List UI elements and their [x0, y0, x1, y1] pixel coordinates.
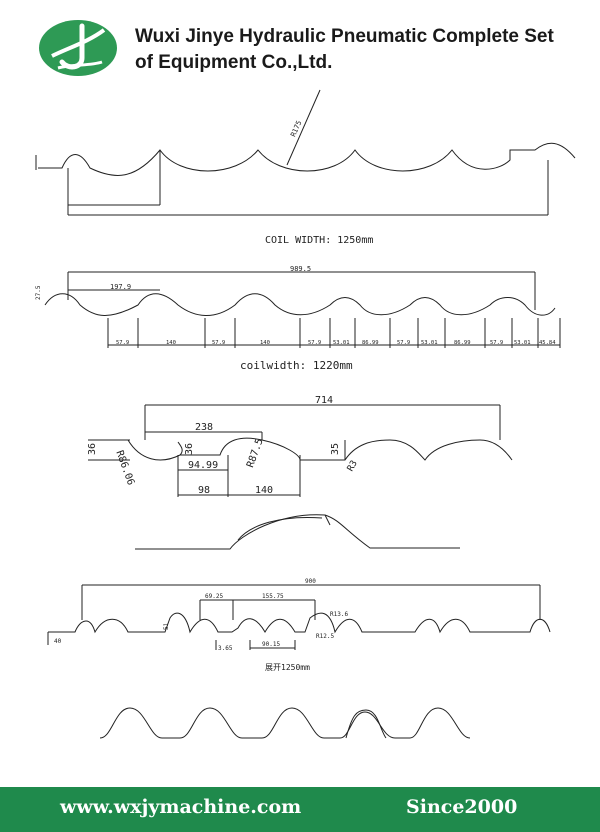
- profile-2-pitch-dimension: 197.9: [110, 283, 131, 291]
- profile-2-dim-3: 57.9: [212, 340, 225, 346]
- profile-3-height-2: 36: [184, 443, 195, 455]
- profile-1-radius-label: R175: [289, 119, 303, 138]
- profile-5-depth: 51: [163, 622, 170, 630]
- profile-1-coil-width-label: COIL WIDTH: 1250mm: [265, 235, 373, 246]
- profile-drawings: R175 COIL WIDTH: 1250mm 989.5 197.9: [35, 89, 576, 739]
- profile-1-drawing: R175 COIL WIDTH: 1250mm: [35, 89, 576, 246]
- profile-3-valley-dimension: 94.99: [188, 460, 218, 471]
- profile-3-height-1: 36: [87, 443, 98, 455]
- header: Wuxi Jinye Hydraulic Pneumatic Complete …: [0, 0, 600, 88]
- profile-2-dim-10: 86.99: [454, 340, 471, 346]
- profile-5-left-dimension: 40: [54, 638, 62, 645]
- profile-2-bottom-ticks: [107, 318, 561, 348]
- profile-3-crest-dimension: 140: [255, 485, 273, 496]
- profile-2-bottom-dimensions: 57.9 140 57.9 140 57.9 53.01 86.99 57.9 …: [116, 340, 556, 346]
- profile-2-dim-13: 45.84: [539, 340, 556, 346]
- profile-2-dim-6: 53.01: [333, 340, 350, 346]
- profile-5-dim-2: 155.75: [262, 593, 284, 600]
- profile-2-dim-8: 57.9: [397, 340, 410, 346]
- profile-6-outline: [99, 707, 471, 739]
- profile-2-dim-5: 57.9: [308, 340, 321, 346]
- company-name-line2: of Equipment Co.,Ltd.: [135, 52, 333, 73]
- profile-2-dim-1: 57.9: [116, 340, 129, 346]
- profile-2-coil-width-label: coilwidth: 1220mm: [240, 359, 353, 372]
- website-link[interactable]: www.wxjymachine.com: [60, 796, 302, 818]
- profile-2-drawing: 989.5 197.9 27.5 57.9 140 57.9 140 57.9 …: [35, 265, 561, 372]
- profile-6-drawing: [99, 707, 471, 739]
- profile-2-dim-11: 57.9: [490, 340, 503, 346]
- profile-3-base-dimension: 98: [198, 485, 210, 496]
- profile-3-radius-3: R3: [346, 459, 360, 473]
- profile-2-dim-12: 53.01: [514, 340, 531, 346]
- profile-5-overall-dimension: 900: [305, 578, 316, 585]
- profile-5-outline: [48, 612, 551, 634]
- profile-3-radius-2: R87.5: [245, 437, 266, 469]
- profile-5-dim-1: 69.25: [205, 593, 223, 600]
- profile-5-radius-2: R12.5: [316, 633, 334, 640]
- profile-4-outline: [135, 514, 460, 550]
- profile-3-drawing: 714 238 94.99 98 140 36 36 35 R86.06 R87…: [87, 395, 513, 497]
- profile-5-radius-1: R13.6: [330, 611, 348, 618]
- profile-3-height-3: 35: [330, 443, 341, 455]
- profile-2-dim-7: 86.99: [362, 340, 379, 346]
- profile-2-height-dimension: 27.5: [35, 285, 42, 300]
- profile-2-dim-4: 140: [260, 340, 270, 346]
- company-name-line1: Wuxi Jinye Hydraulic Pneumatic Complete …: [135, 26, 554, 47]
- profile-5-dim-3: 90.15: [262, 641, 280, 648]
- profile-1-outline: [38, 142, 576, 176]
- profile-4-drawing: [135, 514, 460, 550]
- profile-5-height: 3.65: [218, 645, 233, 652]
- profile-2-top-dimension: 989.5: [290, 265, 311, 273]
- since-label: Since2000: [406, 796, 518, 818]
- profile-5-coil-label: 展开1250mm: [265, 663, 310, 672]
- profile-3-radius-1: R86.06: [113, 449, 136, 487]
- profile-3-overall-dimension: 714: [315, 395, 333, 406]
- company-name: Wuxi Jinye Hydraulic Pneumatic Complete …: [135, 24, 585, 76]
- profile-2-dim-2: 140: [166, 340, 176, 346]
- profile-3-pitch-dimension: 238: [195, 422, 213, 433]
- company-logo-icon: [39, 20, 117, 76]
- profile-5-drawing: 900 69.25 155.75 90.15 R13.6 R12.5 3.65 …: [47, 578, 551, 672]
- footer: www.wxjymachine.com Since2000: [0, 787, 600, 832]
- profile-2-dim-9: 53.01: [421, 340, 438, 346]
- profile-2-outline: [44, 293, 556, 316]
